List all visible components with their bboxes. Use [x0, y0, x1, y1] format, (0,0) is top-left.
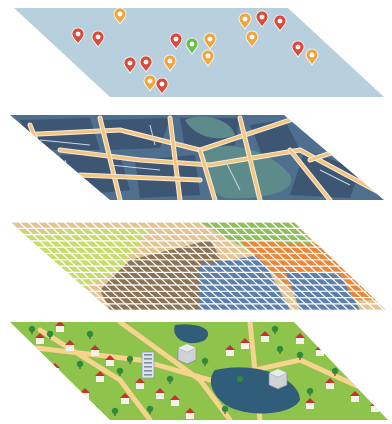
house-icon	[95, 371, 105, 382]
poi-plane	[14, 8, 384, 97]
minor-street	[39, 139, 91, 146]
house-icon	[325, 378, 335, 389]
map-pin-icon	[273, 14, 287, 32]
road	[288, 148, 332, 200]
map-pin-icon	[71, 27, 85, 45]
tree-icon	[236, 375, 244, 384]
layer-city-3d	[10, 322, 388, 420]
tower-building	[141, 351, 155, 379]
minor-street	[149, 124, 156, 146]
house-icon	[170, 395, 180, 406]
city-block	[290, 150, 360, 198]
house-icon	[340, 355, 350, 366]
road	[198, 148, 217, 200]
map-pin-icon	[305, 48, 319, 66]
house-icon	[260, 331, 270, 342]
house-icon	[305, 398, 315, 409]
tree-icon	[46, 330, 54, 339]
house-icon	[370, 401, 380, 412]
road	[168, 116, 182, 200]
road	[238, 116, 262, 200]
map-pin-icon	[238, 12, 252, 30]
minor-street	[109, 164, 161, 171]
map-pin-icon	[169, 32, 183, 50]
tree-icon	[201, 357, 209, 366]
house-icon	[350, 391, 360, 402]
city-road	[117, 322, 233, 420]
tree-icon	[221, 405, 229, 414]
layer-street-map	[10, 115, 384, 200]
map-pin-icon	[201, 49, 215, 67]
layer-terrain-grid	[10, 222, 386, 310]
map-pin-icon	[203, 32, 217, 50]
road	[58, 148, 384, 197]
tree-icon	[331, 367, 339, 376]
map-pin-icon	[255, 10, 269, 28]
office-building	[268, 369, 288, 390]
tree-icon	[76, 360, 84, 369]
office-building	[177, 344, 197, 365]
house-icon	[120, 393, 130, 404]
tree-icon	[166, 375, 174, 384]
tree-icon	[276, 345, 284, 354]
tree-icon	[86, 330, 94, 339]
map-pin-icon	[291, 40, 305, 58]
house-icon	[35, 333, 45, 344]
layer-poi-markers	[14, 7, 384, 97]
lake-north	[174, 324, 209, 344]
map-pin-icon	[143, 74, 157, 92]
poi-markers-group	[71, 7, 319, 95]
city-features	[10, 322, 388, 420]
map-pin-icon	[113, 7, 127, 25]
house-icon	[105, 355, 115, 366]
tree-icon	[146, 405, 154, 414]
map-pin-icon	[91, 30, 105, 48]
tree-icon	[271, 325, 279, 334]
region-blue-east	[285, 270, 360, 310]
region-brown	[100, 240, 230, 310]
tree-icon	[306, 387, 314, 396]
tree-icon	[28, 325, 36, 334]
map-pin-icon	[163, 54, 177, 72]
pond	[185, 116, 235, 139]
tree-icon	[91, 405, 99, 414]
tree-icon	[116, 367, 124, 376]
tree-icon	[111, 407, 119, 416]
road	[78, 173, 202, 182]
house-icon	[240, 338, 250, 349]
street-network	[17, 115, 384, 200]
house-icon	[90, 345, 100, 356]
house-icon	[155, 388, 165, 399]
minor-street	[224, 159, 241, 191]
map-pin-icon	[185, 37, 199, 55]
tree-icon	[366, 389, 374, 398]
map-pin-icon	[139, 55, 153, 73]
terrain-grid-lines	[10, 222, 386, 310]
house-icon	[295, 333, 305, 344]
house-icon	[20, 348, 30, 359]
minor-street	[319, 169, 351, 186]
house-icon	[185, 408, 195, 419]
map-pin-icon	[245, 30, 259, 48]
map-pin-icon	[155, 77, 169, 95]
tree-icon	[126, 355, 134, 364]
house-icon	[55, 322, 65, 332]
tree-icon	[356, 377, 364, 386]
water-body	[203, 146, 292, 199]
map-pin-icon	[123, 56, 137, 74]
house-icon	[65, 340, 75, 351]
house-icon	[135, 378, 145, 389]
tree-icon	[296, 351, 304, 360]
road	[98, 116, 122, 200]
house-icon	[225, 345, 235, 356]
